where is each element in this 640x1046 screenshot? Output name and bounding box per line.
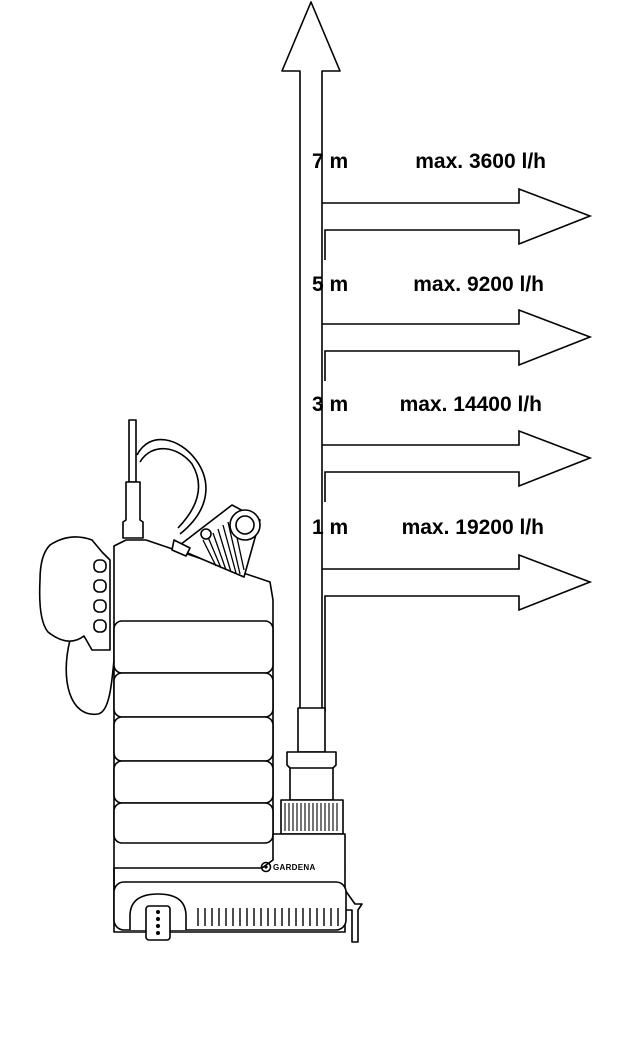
pump-base xyxy=(113,833,363,943)
brand-logo: GARDENA xyxy=(260,861,316,873)
flow-label-7m: max. 3600 l/h xyxy=(415,150,546,173)
outflow-arrow-1m xyxy=(322,553,593,712)
suction-selector-icon xyxy=(129,893,187,941)
height-label-7m: 7 m xyxy=(312,150,348,173)
pump-handle xyxy=(171,504,261,578)
float-switch xyxy=(38,536,111,651)
height-label-5m: 5 m xyxy=(312,273,348,296)
height-label-1m: 1 m xyxy=(312,516,348,539)
outlet-connector xyxy=(280,707,344,835)
vertical-riser-arrow xyxy=(281,1,341,713)
submersible-pump-illustration: GARDENA xyxy=(38,419,363,943)
outflow-arrow-5m xyxy=(322,308,593,381)
height-label-3m: 3 m xyxy=(312,393,348,416)
outflow-arrow-7m xyxy=(322,187,593,260)
level-rod xyxy=(122,419,144,539)
outflow-arrow-3m xyxy=(322,429,593,502)
pump-housing xyxy=(113,539,274,844)
flow-label-3m: max. 14400 l/h xyxy=(400,393,542,416)
flow-label-5m: max. 9200 l/h xyxy=(413,273,544,296)
flow-label-1m: max. 19200 l/h xyxy=(402,516,544,539)
brand-name: GARDENA xyxy=(273,863,316,872)
